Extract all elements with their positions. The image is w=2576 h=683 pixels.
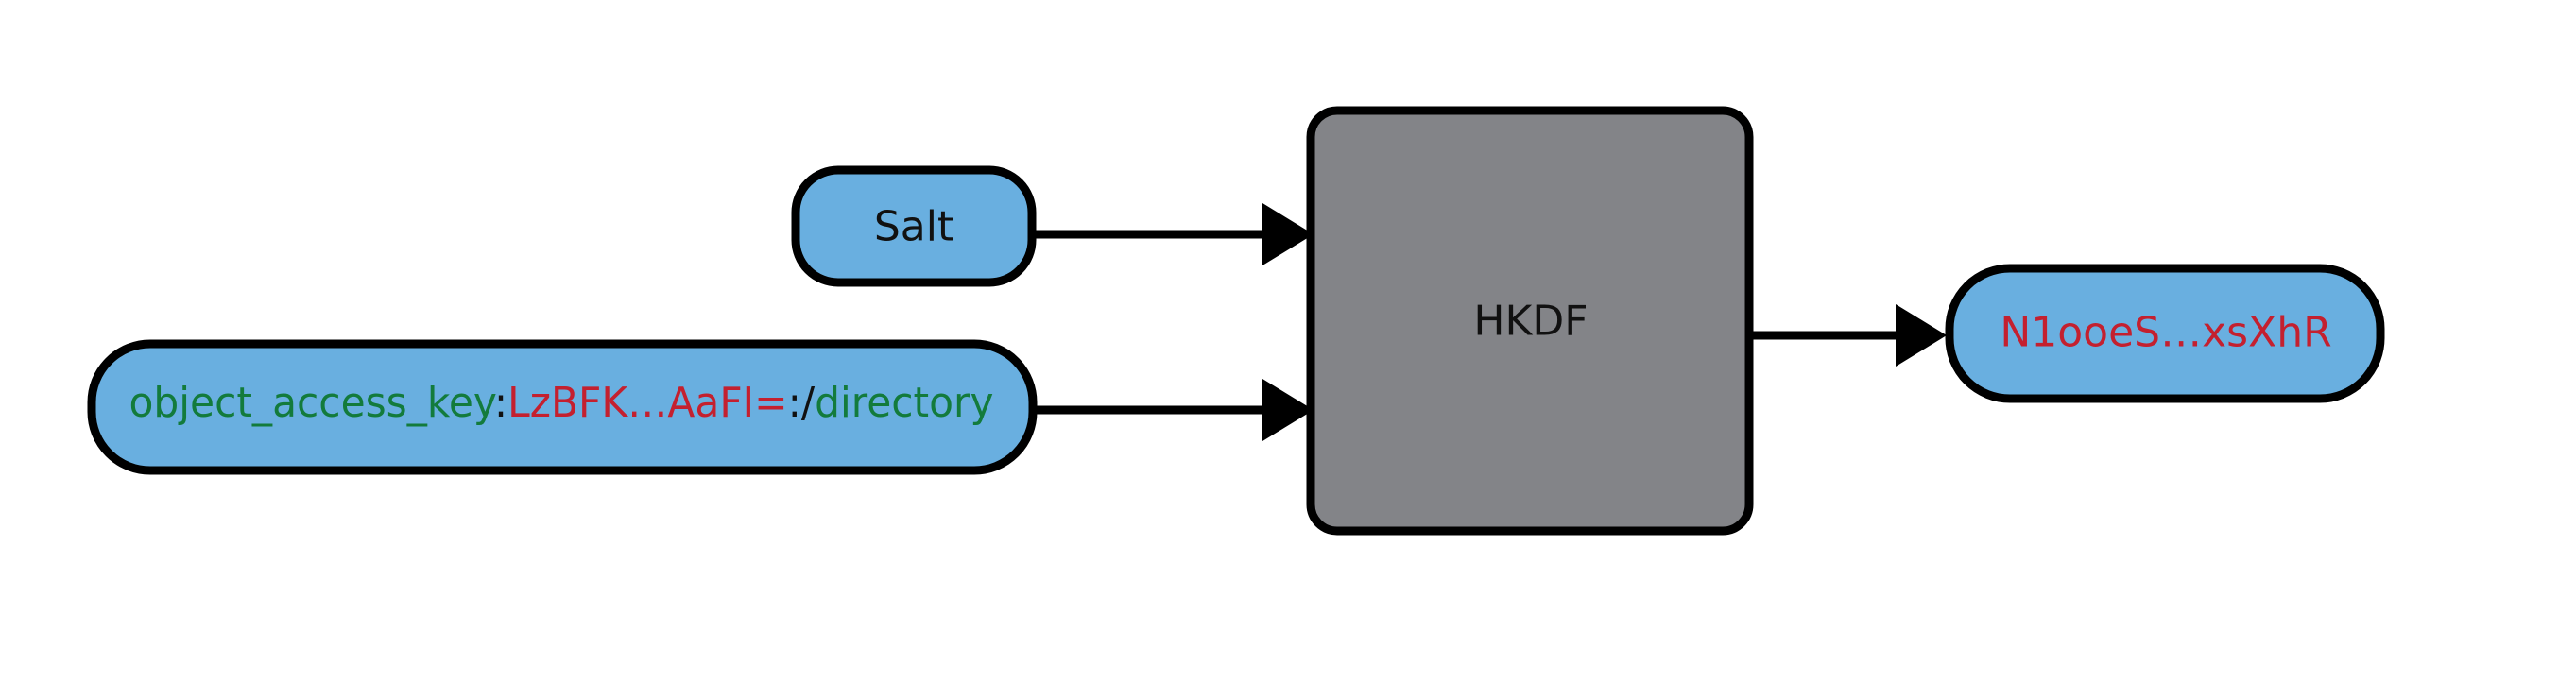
input-key-segment: object_access_key bbox=[129, 379, 496, 427]
arrowhead-salt-to-hkdf bbox=[1262, 203, 1314, 265]
node-output-key-shape bbox=[1945, 264, 2385, 403]
node-output-key: N1ooeS…xsXhR bbox=[1945, 264, 2385, 403]
node-input-key: object_access_key:LzBFK…AaFI=:/directory bbox=[87, 339, 1038, 475]
node-input-key-shape bbox=[87, 339, 1038, 475]
input-key-segment: : bbox=[494, 379, 507, 427]
node-salt-label: Salt bbox=[874, 203, 953, 251]
node-output-key-label: N1ooeS…xsXhR bbox=[2000, 309, 2331, 357]
node-salt-shape bbox=[791, 165, 1037, 287]
node-salt: Salt bbox=[791, 165, 1037, 287]
input-key-segment: directory bbox=[815, 379, 993, 427]
node-hkdf: HKDF bbox=[1306, 106, 1754, 536]
input-key-segment: LzBFK…AaFI= bbox=[507, 379, 787, 427]
node-hkdf-shape bbox=[1306, 106, 1754, 536]
node-input-key-label: object_access_key:LzBFK…AaFI=:/directory bbox=[129, 379, 994, 427]
node-hkdf-label: HKDF bbox=[1473, 298, 1588, 346]
input-key-segment: :/ bbox=[788, 379, 816, 427]
arrowhead-input-key-to-hkdf bbox=[1262, 379, 1314, 441]
arrowhead-hkdf-to-output bbox=[1896, 304, 1947, 367]
